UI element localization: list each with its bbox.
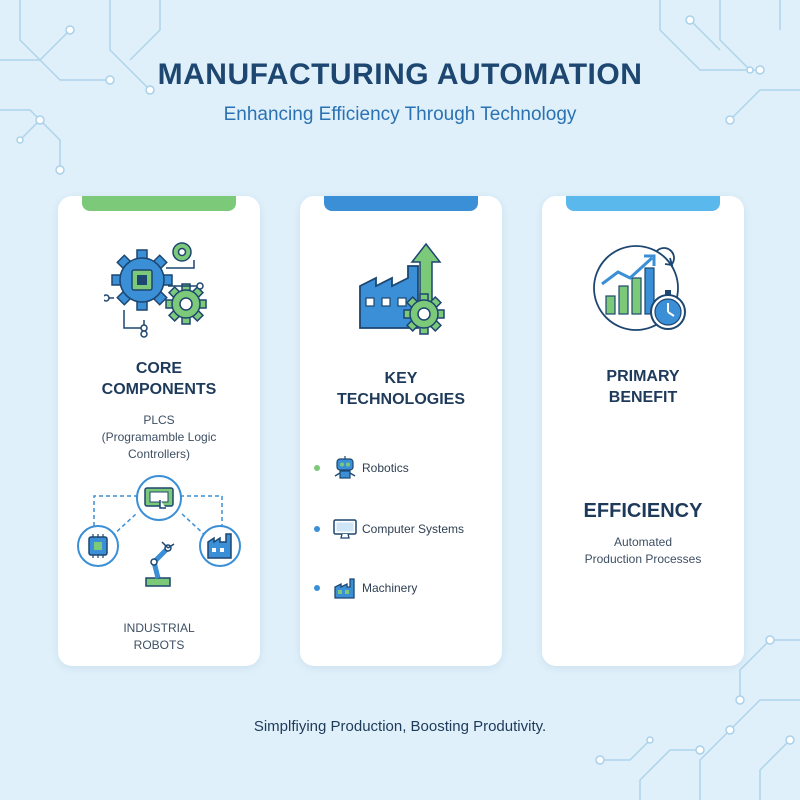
card-heading-line2: TECHNOLOGIES [336, 391, 465, 408]
footer-tagline: Simplfiying Production, Boosting Produti… [253, 718, 547, 735]
robots-label-line2: ROBOTS [133, 638, 185, 652]
components-network-diagram [77, 475, 241, 587]
growth-chart-stopwatch-icon [593, 245, 686, 331]
page-title: MANUFACTURING AUTOMATION [157, 58, 643, 91]
tech-item-robotics: Robotics [314, 455, 409, 481]
tech-item-computer-systems: Computer Systems [314, 516, 464, 542]
tech-item-machinery: Machinery [314, 575, 417, 601]
tech-label: Machinery [362, 581, 418, 595]
card-heading-line2: COMPONENTS [101, 381, 217, 398]
card-heading: KEY TECHNOLOGIES [300, 368, 502, 410]
bullet-dot [314, 526, 320, 532]
card-heading: PRIMARY BENEFIT [542, 366, 744, 408]
plcs-label: PLCS [143, 413, 175, 427]
benefit-description: Automated Production Processes [542, 534, 744, 568]
robots-label-line1: INDUSTRIAL [123, 621, 195, 635]
factory-mini-icon [199, 525, 241, 567]
gears-circuit-icon [104, 242, 207, 338]
card-heading-line1: PRIMARY [606, 368, 680, 385]
card-heading-line1: KEY [384, 370, 418, 387]
card-accent-bar [566, 196, 720, 211]
microchip-icon [77, 525, 119, 567]
plcs-detail-line2: (Programamble Logic [101, 430, 217, 444]
plcs-description: PLCS (Programamble Logic Controllers) [58, 412, 260, 463]
industrial-robots-label: INDUSTRIAL ROBOTS [58, 620, 260, 654]
factory-growth-icon [359, 242, 445, 335]
touchscreen-icon [136, 475, 182, 521]
benefit-line1: Automated [613, 535, 673, 549]
benefit-line2: Production Processes [584, 552, 702, 566]
efficiency-highlight: EFFICIENCY [583, 500, 703, 522]
card-accent-bar [82, 196, 236, 211]
card-heading-line1: CORE [135, 360, 183, 377]
tech-label: Computer Systems [362, 522, 465, 536]
plcs-detail-line3: Controllers) [127, 447, 190, 461]
card-heading-line2: BENEFIT [608, 389, 678, 406]
card-accent-bar [324, 196, 478, 211]
header: MANUFACTURING AUTOMATION Enhancing Effic… [0, 58, 800, 126]
robot-arm-icon [145, 541, 175, 587]
robot-icon [334, 456, 356, 479]
card-core-components: CORE COMPONENTS PLCS (Programamble Logic… [58, 196, 260, 666]
bullet-dot [314, 585, 320, 591]
card-key-technologies: KEY TECHNOLOGIES Robotics Computer Syste… [300, 196, 502, 666]
bullet-dot [314, 465, 320, 471]
tech-label: Robotics [362, 461, 409, 475]
card-primary-benefit: PRIMARY BENEFIT EFFICIENCY Automated Pro… [542, 196, 744, 666]
monitor-icon [333, 519, 357, 539]
card-heading: CORE COMPONENTS [58, 358, 260, 400]
page-subtitle: Enhancing Efficiency Through Technology [223, 104, 577, 125]
factory-icon [334, 578, 355, 599]
